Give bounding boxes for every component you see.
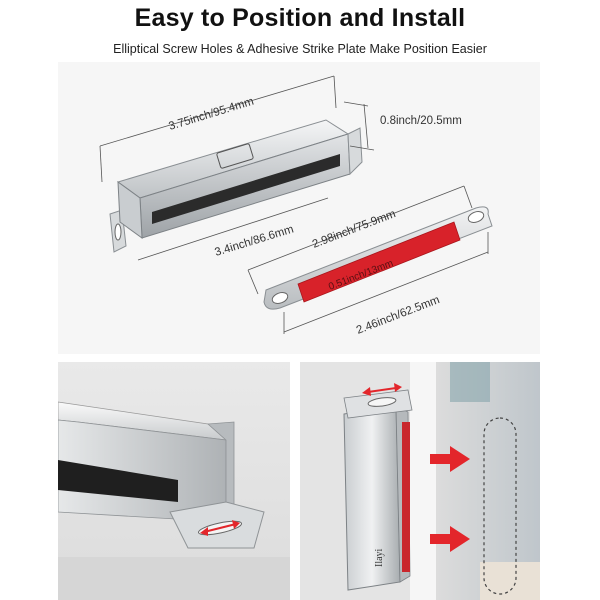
dimension-diagram: 3.75inch/95.4mm 0.8inch/20.5mm 3.4inch/8… [99, 75, 493, 337]
latch-inner-length-label: 3.4inch/86.6mm [213, 223, 295, 258]
adjust-arrow-icon [362, 383, 402, 396]
latch-length-label: 3.75inch/95.4mm [167, 96, 255, 133]
push-arrow-icon [430, 526, 470, 552]
latch-height-label: 0.8inch/20.5mm [380, 115, 462, 127]
dimension-diagram-panel: 3.75inch/95.4mm 0.8inch/20.5mm 3.4inch/8… [58, 62, 540, 354]
brand-logo-mark: Ilayi [374, 548, 385, 567]
installation-photo: Ilayi [300, 362, 540, 600]
page-title: Easy to Position and Install [134, 4, 466, 32]
page-subtitle: Elliptical Screw Holes & Adhesive Strike… [113, 42, 487, 56]
strike-plate-drawing [263, 206, 493, 310]
latch-closeup-drawing [58, 401, 290, 600]
dimension-lines-plate [247, 185, 489, 334]
push-arrow-icon [430, 446, 470, 472]
plate-hole-spacing-label: 2.46inch/62.5mm [355, 294, 442, 337]
installation-drawing: Ilayi [300, 362, 540, 600]
adjust-arrow-icon [200, 520, 240, 536]
latch-closeup-photo [58, 362, 290, 600]
magnetic-latch-drawing [109, 119, 363, 253]
dimension-lines-latch [99, 75, 375, 261]
adhesive-strip [297, 221, 461, 303]
strike-plate-outline [483, 417, 517, 595]
